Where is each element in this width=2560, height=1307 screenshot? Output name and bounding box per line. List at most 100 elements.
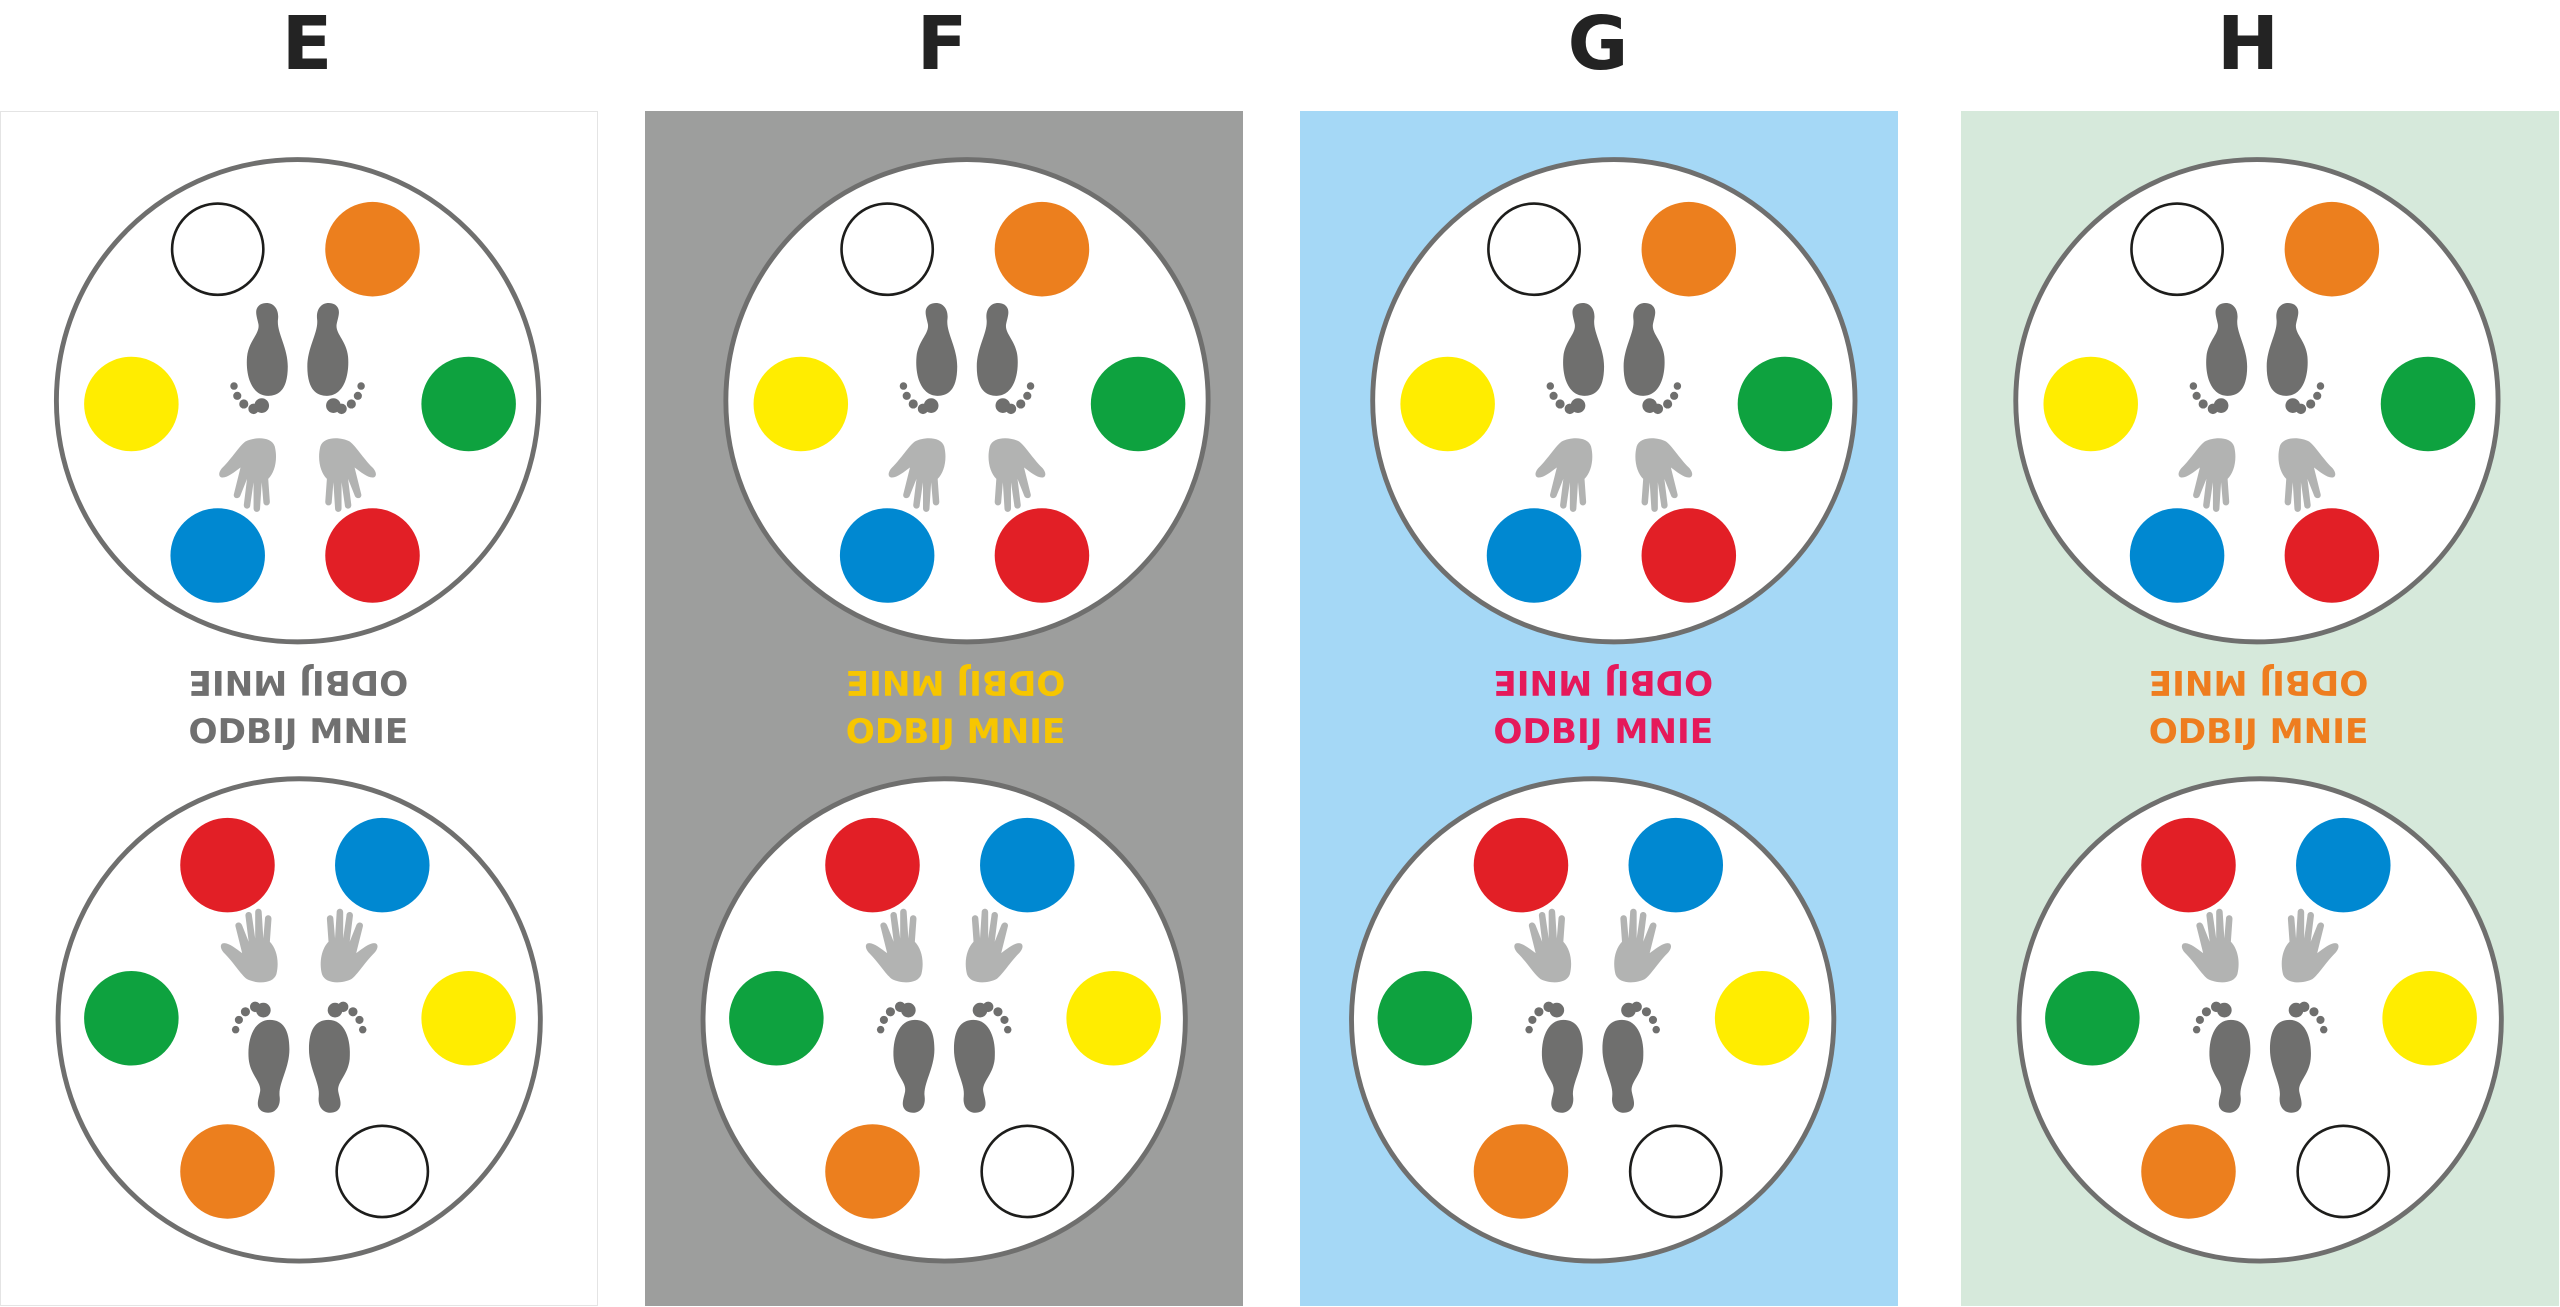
toe bbox=[2207, 403, 2219, 415]
foot-sole bbox=[246, 302, 288, 396]
left-hand-icon bbox=[220, 908, 278, 983]
white-spot bbox=[980, 1124, 1075, 1219]
toe bbox=[2201, 1007, 2211, 1017]
toe bbox=[1652, 403, 1664, 415]
lower-play-circle bbox=[1349, 776, 1837, 1264]
red-spot bbox=[325, 508, 420, 603]
toe bbox=[2198, 399, 2208, 409]
toe bbox=[1641, 1007, 1652, 1017]
slogan-text-inverted: ODBIJ MNIE bbox=[189, 662, 409, 702]
variant-label-g: G bbox=[1567, 1, 1629, 87]
white-spot bbox=[840, 202, 935, 297]
toe bbox=[2192, 1025, 2201, 1034]
variant-label-e: E bbox=[281, 1, 333, 87]
red-spot bbox=[2141, 817, 2236, 913]
white-spot bbox=[1487, 202, 1581, 297]
orange-spot bbox=[1641, 201, 1737, 297]
toe bbox=[1673, 382, 1682, 390]
toe bbox=[2316, 1015, 2325, 1024]
right-foot-icon bbox=[976, 302, 1035, 415]
left-hand-icon bbox=[1535, 438, 1593, 512]
upper-play-circle bbox=[1370, 157, 1858, 645]
right-hand-icon bbox=[320, 908, 378, 983]
toe bbox=[1026, 382, 1035, 390]
right-foot-icon bbox=[1602, 1001, 1660, 1113]
toe bbox=[1670, 391, 1679, 400]
red-spot bbox=[1473, 817, 1569, 913]
right-hand-icon bbox=[1635, 438, 1693, 512]
mat-artwork: ODBIJ MNIE ODBIJ MNIE bbox=[53, 157, 543, 1264]
left-foot-icon bbox=[1546, 302, 1605, 415]
right-hand-icon bbox=[319, 438, 376, 512]
foot-sole bbox=[916, 302, 958, 396]
play-circle-ring bbox=[700, 776, 1188, 1264]
green-spot bbox=[1090, 356, 1186, 452]
foot-sole bbox=[308, 1019, 350, 1113]
left-foot-icon bbox=[2189, 302, 2248, 415]
right-hand-icon bbox=[965, 908, 1023, 983]
toe bbox=[2189, 382, 2198, 390]
toe bbox=[1005, 403, 1017, 415]
lower-play-circle bbox=[2016, 776, 2504, 1264]
toe bbox=[1528, 1015, 1537, 1024]
right-foot-icon bbox=[308, 1001, 367, 1113]
toe bbox=[1648, 1015, 1658, 1024]
left-foot-icon bbox=[876, 1001, 935, 1113]
left-foot-icon bbox=[899, 302, 958, 415]
yellow-spot bbox=[421, 971, 516, 1066]
toe bbox=[1023, 391, 1032, 400]
toe bbox=[1525, 1025, 1533, 1034]
orange-spot bbox=[1473, 1124, 1569, 1219]
orange-spot bbox=[994, 201, 1090, 297]
white-spot bbox=[335, 1124, 430, 1219]
variant-label-f: F bbox=[916, 1, 968, 87]
toe bbox=[2192, 391, 2201, 400]
red-spot bbox=[994, 508, 1090, 603]
play-circle-ring bbox=[723, 157, 1211, 645]
foot-sole bbox=[307, 302, 349, 396]
green-spot bbox=[1737, 356, 1833, 452]
foot-sole bbox=[893, 1019, 935, 1113]
white-spot bbox=[1628, 1124, 1723, 1219]
green-spot bbox=[1377, 971, 1473, 1066]
lower-play-circle bbox=[55, 776, 543, 1264]
toe bbox=[2316, 382, 2325, 390]
yellow-spot bbox=[753, 356, 849, 452]
right-hand-icon bbox=[1614, 908, 1672, 983]
orange-spot bbox=[2284, 201, 2380, 297]
toe bbox=[1534, 1007, 1544, 1017]
play-circle-ring bbox=[2013, 157, 2501, 645]
toe bbox=[1016, 399, 1026, 409]
foot-sole bbox=[953, 1019, 995, 1113]
yellow-spot bbox=[2043, 356, 2138, 452]
toe bbox=[233, 391, 242, 400]
variant-label-h: H bbox=[2217, 1, 2279, 87]
red-spot bbox=[180, 817, 275, 913]
green-spot bbox=[84, 971, 179, 1066]
slogan-text: ODBIJ MNIE bbox=[1493, 712, 1713, 752]
toe bbox=[917, 403, 929, 415]
toe bbox=[239, 399, 249, 409]
toe bbox=[2306, 399, 2316, 409]
blue-spot bbox=[2296, 817, 2391, 913]
toe bbox=[346, 399, 356, 409]
left-hand-icon bbox=[888, 438, 946, 512]
toe bbox=[1663, 399, 1673, 409]
upper-play-circle bbox=[723, 157, 1211, 645]
foot-sole bbox=[1602, 1019, 1644, 1113]
slogan-text: ODBIJ MNIE bbox=[189, 712, 409, 752]
blue-spot bbox=[980, 817, 1075, 913]
right-foot-icon bbox=[1623, 302, 1682, 415]
toe bbox=[336, 403, 347, 415]
toe bbox=[337, 1001, 349, 1013]
red-spot bbox=[1641, 508, 1737, 603]
orange-spot bbox=[180, 1124, 275, 1219]
left-foot-icon bbox=[231, 1001, 290, 1113]
right-hand-icon bbox=[2281, 908, 2339, 983]
toe bbox=[1000, 1015, 1009, 1024]
foot-sole bbox=[1541, 1019, 1583, 1113]
orange-spot bbox=[325, 201, 420, 297]
left-hand-icon bbox=[2181, 908, 2239, 983]
toe bbox=[2210, 1001, 2222, 1013]
